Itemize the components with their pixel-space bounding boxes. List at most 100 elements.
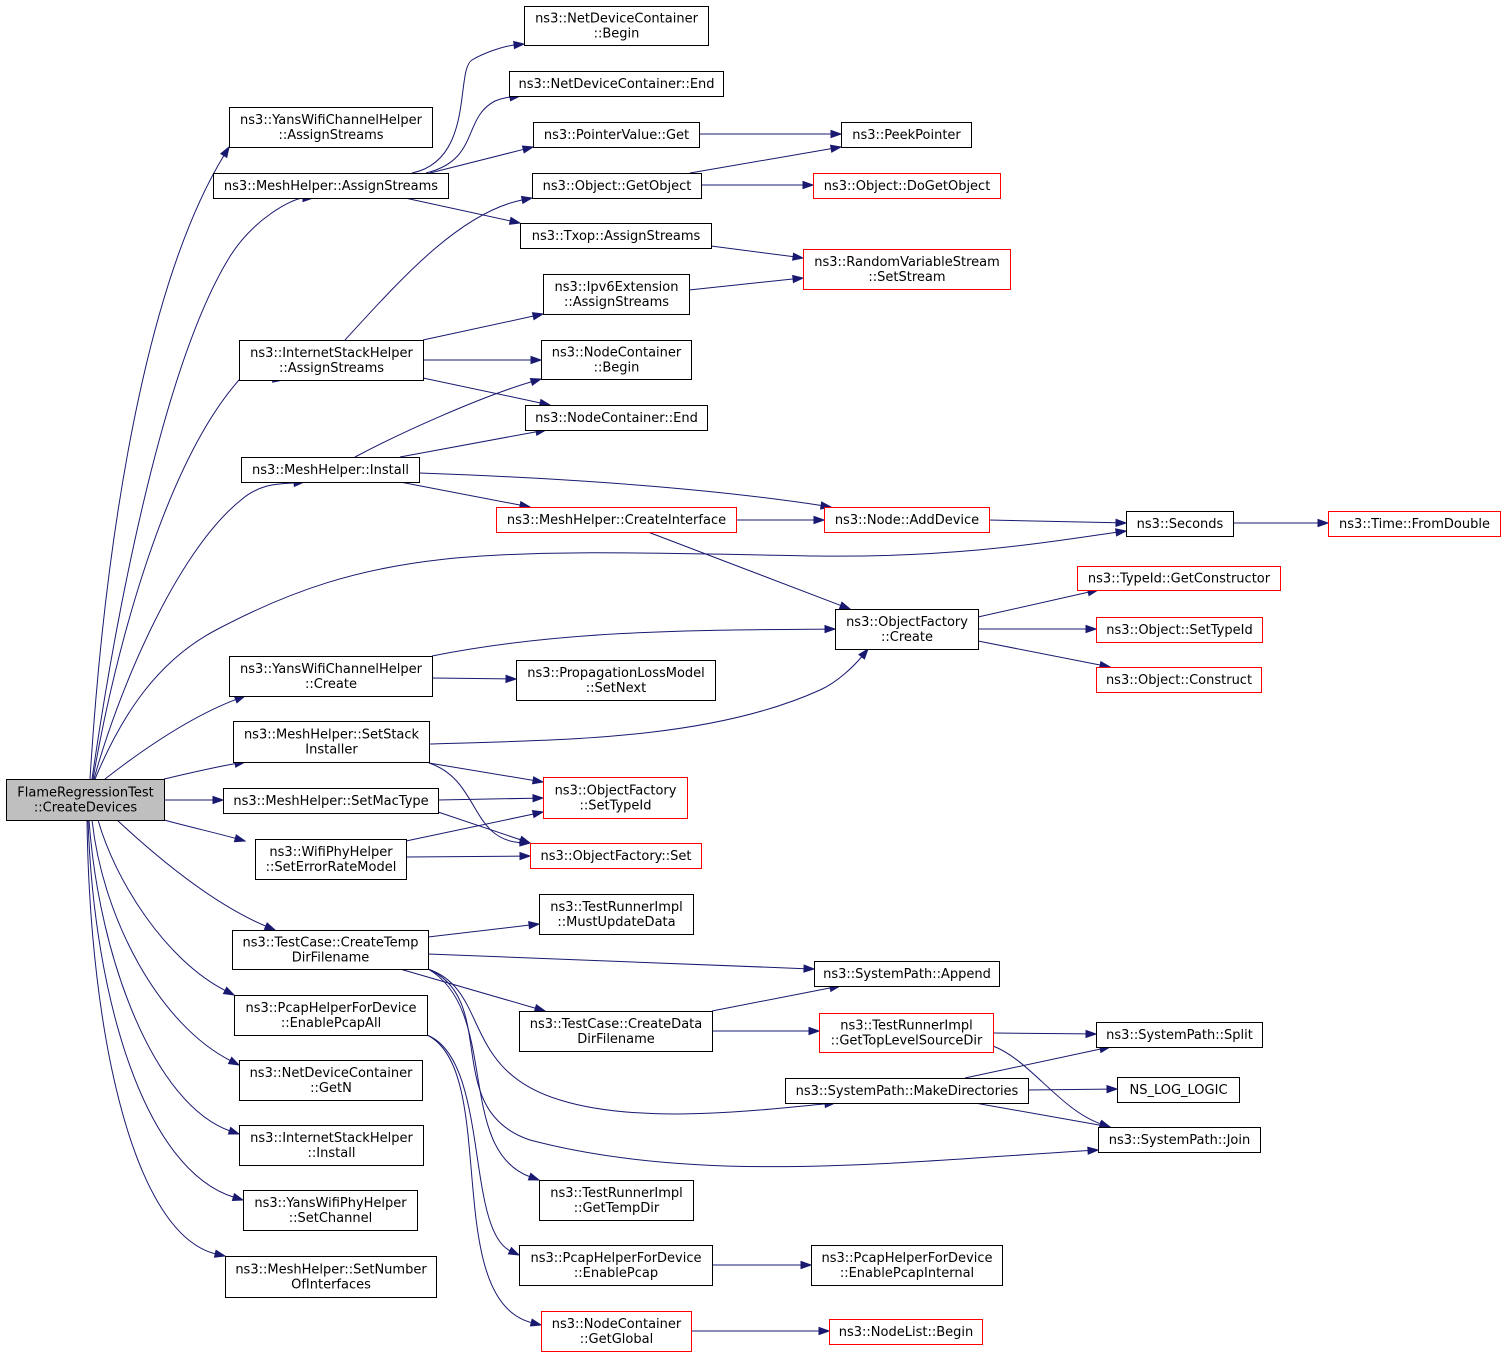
- node-mesh-setmac[interactable]: ns3::MeshHelper::SetMacType: [223, 788, 439, 814]
- edge-line: [427, 953, 806, 970]
- edge-line: [94, 531, 1118, 780]
- arrowhead-icon: [808, 1026, 821, 1036]
- node-seconds[interactable]: ns3::Seconds: [1126, 511, 1234, 537]
- edge-sp_mkdirs-to-ns_log_logic: [1027, 1084, 1119, 1094]
- node-label-line: ::SetChannel: [289, 1211, 372, 1226]
- node-label-line: ::GetN: [310, 1081, 352, 1096]
- node-label-line: ns3::PcapHelperForDevice: [822, 1251, 993, 1266]
- edge-tc_tempdir-to-sp_join: [427, 968, 1100, 1168]
- edge-ish_assign-to-obj_getobj: [344, 195, 534, 341]
- node-label-line: ns3::SystemPath::Append: [823, 967, 991, 982]
- node-ns-log-logic[interactable]: NS_LOG_LOGIC: [1117, 1077, 1240, 1103]
- node-box: [516, 660, 716, 701]
- node-pcap-enable[interactable]: ns3::PcapHelperForDevice::EnablePcap: [519, 1245, 713, 1286]
- node-box: [213, 173, 449, 199]
- arrowhead-icon: [818, 1326, 831, 1336]
- node-rvs-setstream[interactable]: ns3::RandomVariableStream::SetStream: [803, 249, 1011, 290]
- node-ndc-end[interactable]: ns3::NetDeviceContainer::End: [509, 71, 724, 97]
- edge-line: [1027, 1088, 1109, 1091]
- arrowhead-icon: [222, 986, 236, 996]
- edge-line: [992, 1045, 1102, 1125]
- node-node-adddev[interactable]: ns3::Node::AddDevice: [824, 507, 990, 533]
- node-label-line: ns3::PropagationLossModel: [527, 666, 705, 681]
- node-box: [814, 961, 1000, 987]
- node-label-line: ns3::PeekPointer: [852, 128, 961, 143]
- node-box: [1077, 566, 1281, 591]
- node-ndc-begin[interactable]: ns3::NetDeviceContainer::Begin: [524, 6, 709, 46]
- node-nc-getglobal[interactable]: ns3::NodeContainer::GetGlobal: [541, 1311, 692, 1352]
- edge-line: [427, 968, 531, 1178]
- edge-line: [977, 640, 1102, 666]
- node-label-line: ns3::Object::DoGetObject: [824, 179, 991, 194]
- node-sp-mkdirs[interactable]: ns3::SystemPath::MakeDirectories: [785, 1078, 1029, 1104]
- node-sp-split[interactable]: ns3::SystemPath::Split: [1096, 1022, 1263, 1048]
- edge-line: [163, 819, 237, 840]
- edge-tc_datadir-to-tri_gettop: [712, 1026, 821, 1036]
- node-nc-end[interactable]: ns3::NodeContainer::End: [525, 405, 708, 431]
- node-box: [530, 843, 702, 869]
- node-label-line: ::EnablePcapAll: [281, 1016, 381, 1031]
- arrowhead-icon: [507, 1246, 521, 1256]
- node-ywc-create[interactable]: ns3::YansWifiChannelHelper::Create: [229, 656, 433, 697]
- node-label-line: ns3::MeshHelper::AssignStreams: [224, 179, 438, 194]
- node-label-line: ns3::Time::FromDouble: [1339, 517, 1490, 532]
- node-wph-seterr[interactable]: ns3::WifiPhyHelper::SetErrorRateModel: [255, 839, 407, 880]
- node-mesh-install[interactable]: ns3::MeshHelper::Install: [241, 457, 420, 483]
- node-tri-mustupdate[interactable]: ns3::TestRunnerImpl::MustUpdateData: [539, 894, 694, 935]
- edge-mesh_setstack-to-of_create: [428, 647, 869, 745]
- edge-line: [116, 819, 267, 927]
- node-ipv6-assign[interactable]: ns3::Ipv6Extension::AssignStreams: [543, 274, 690, 315]
- node-txop-assign[interactable]: ns3::Txop::AssignStreams: [520, 223, 712, 249]
- node-of-set[interactable]: ns3::ObjectFactory::Set: [530, 843, 702, 869]
- edge-root-to-ndc_getn: [91, 819, 241, 1066]
- node-obj-dogetobj[interactable]: ns3::Object::DoGetObject: [813, 173, 1001, 199]
- node-ish-assign[interactable]: ns3::InternetStackHelper::AssignStreams: [239, 340, 424, 381]
- node-of-create[interactable]: ns3::ObjectFactory::Create: [835, 609, 979, 650]
- edge-ipv6_assign-to-rvs_setstream: [688, 274, 805, 291]
- node-plm-setnext[interactable]: ns3::PropagationLossModel::SetNext: [516, 660, 716, 701]
- node-mesh-createif[interactable]: ns3::MeshHelper::CreateInterface: [496, 507, 737, 533]
- node-ish-install[interactable]: ns3::InternetStackHelper::Install: [239, 1125, 424, 1166]
- node-box: [239, 340, 424, 381]
- node-obj-construct[interactable]: ns3::Object::Construct: [1096, 667, 1262, 693]
- edge-line: [431, 677, 508, 680]
- node-time-fromdouble[interactable]: ns3::Time::FromDouble: [1328, 511, 1501, 537]
- node-sp-append[interactable]: ns3::SystemPath::Append: [814, 961, 1000, 987]
- node-box: [533, 122, 700, 148]
- edge-line: [97, 819, 227, 992]
- node-nl-begin[interactable]: ns3::NodeList::Begin: [829, 1319, 983, 1345]
- node-box: [1096, 617, 1263, 643]
- node-label-line: ::GetGlobal: [580, 1332, 653, 1347]
- node-ywp-setchan[interactable]: ns3::YansWifiPhyHelper::SetChannel: [243, 1190, 418, 1231]
- edge-wph_seterr-to-of_settype: [405, 810, 545, 842]
- node-box: [819, 1013, 994, 1053]
- node-ndc-getn[interactable]: ns3::NetDeviceContainer::GetN: [239, 1060, 423, 1101]
- node-pcap-all[interactable]: ns3::PcapHelperForDevice::EnablePcapAll: [234, 995, 428, 1036]
- node-obj-getobj[interactable]: ns3::Object::GetObject: [532, 173, 702, 199]
- edge-wph_seterr-to-of_set: [405, 851, 532, 861]
- arrowhead-icon: [505, 674, 518, 684]
- node-sp-join[interactable]: ns3::SystemPath::Join: [1098, 1127, 1261, 1153]
- node-peek[interactable]: ns3::PeekPointer: [841, 122, 972, 148]
- node-box: [239, 1060, 423, 1101]
- node-pv-get[interactable]: ns3::PointerValue::Get: [533, 122, 700, 148]
- node-root[interactable]: FlameRegressionTest::CreateDevices: [6, 779, 165, 821]
- node-tid-getctor[interactable]: ns3::TypeId::GetConstructor: [1077, 566, 1281, 591]
- node-tri-gettemp[interactable]: ns3::TestRunnerImpl::GetTempDir: [539, 1180, 694, 1221]
- call-edges: [86, 40, 1330, 1336]
- node-box: [225, 1256, 437, 1298]
- node-box: [229, 656, 433, 697]
- node-tri-gettop[interactable]: ns3::TestRunnerImpl::GetTopLevelSourceDi…: [819, 1013, 994, 1053]
- node-obj-settype[interactable]: ns3::Object::SetTypeId: [1096, 617, 1263, 643]
- node-of-settype[interactable]: ns3::ObjectFactory::SetTypeId: [543, 777, 688, 819]
- node-nc-begin[interactable]: ns3::NodeContainer::Begin: [541, 340, 692, 380]
- edge-line: [429, 148, 525, 174]
- node-ydc-assign[interactable]: ns3::YansWifiChannelHelper::AssignStream…: [229, 107, 433, 148]
- node-pcap-internal[interactable]: ns3::PcapHelperForDevice::EnablePcapInte…: [811, 1245, 1003, 1286]
- edge-line: [93, 482, 296, 780]
- node-mesh-assign[interactable]: ns3::MeshHelper::AssignStreams: [213, 173, 449, 199]
